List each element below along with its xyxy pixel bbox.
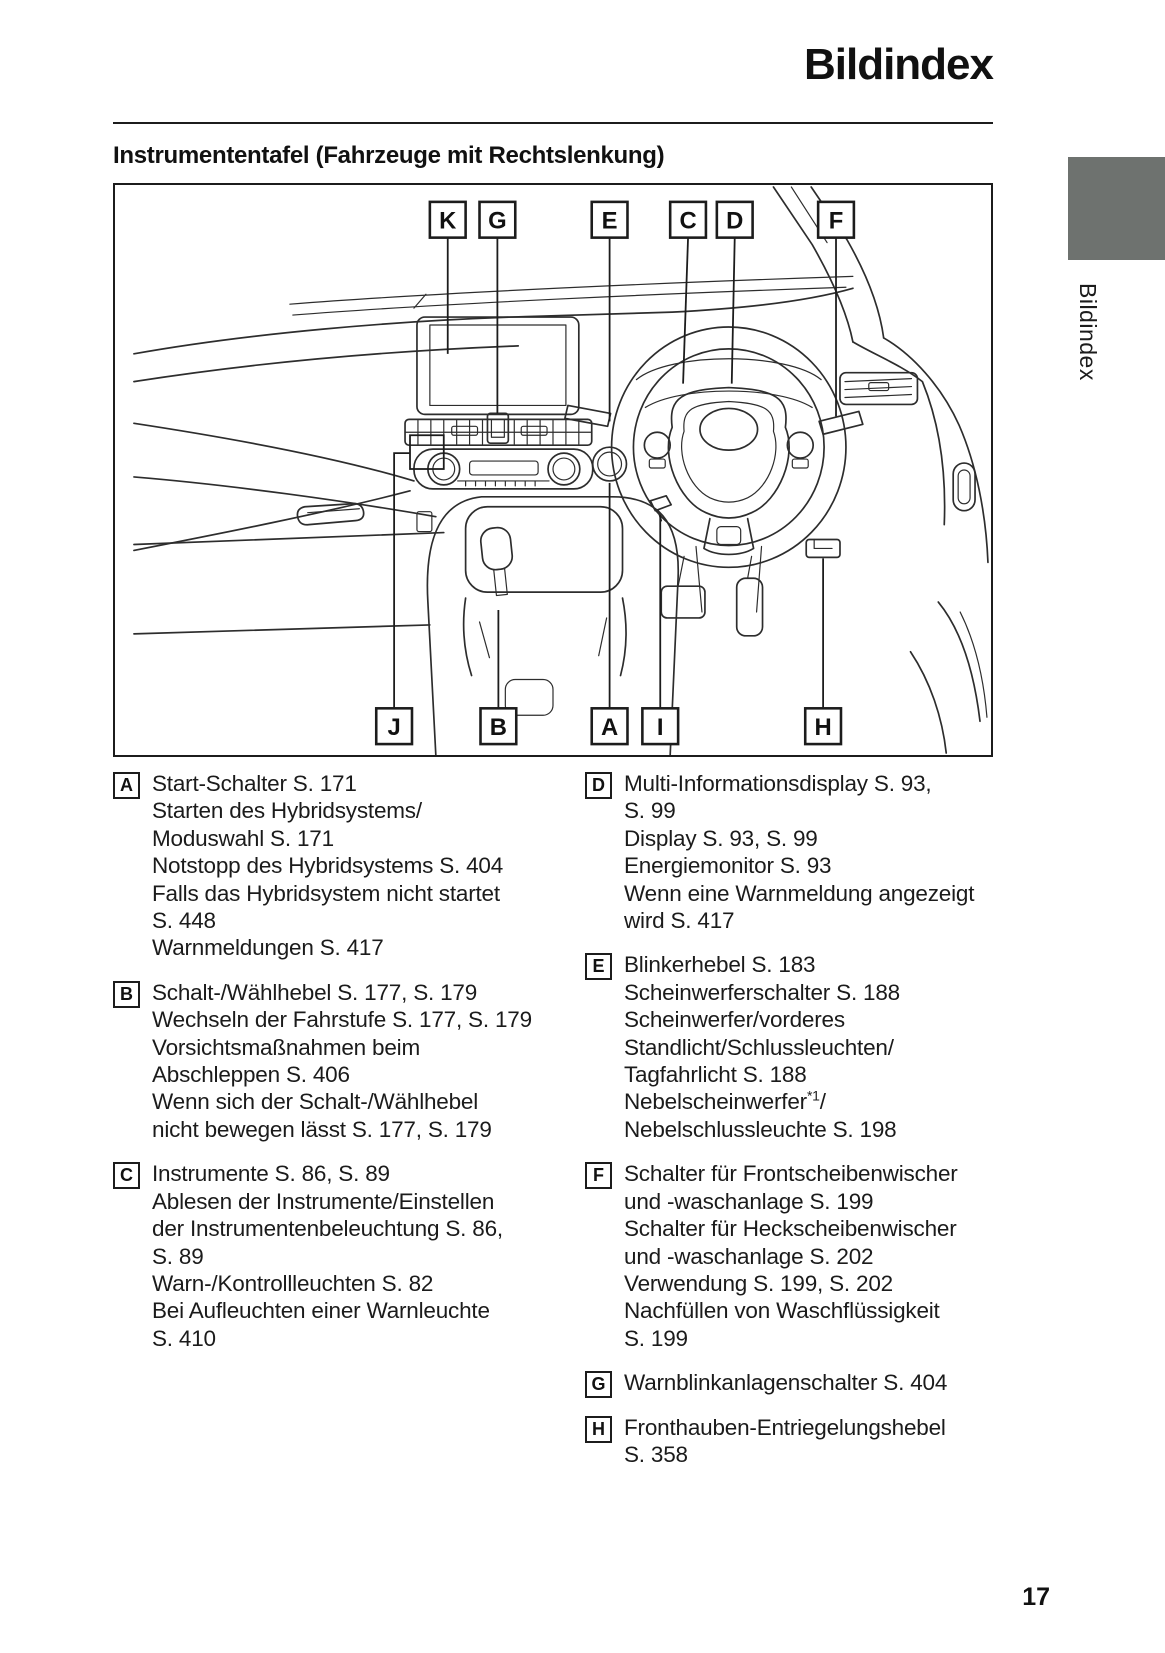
callout-letter-box: A xyxy=(113,772,140,799)
diagram-callout-A: A xyxy=(590,707,629,746)
entry-line: S. 199 xyxy=(624,1325,688,1351)
entry-line: Nachfüllen von Waschflüssigkeit xyxy=(624,1298,940,1324)
entry-line: Energiemonitor S. 93 xyxy=(624,853,832,879)
diagram-callout-E: E xyxy=(590,200,629,239)
chapter-tab-label: Bildindex xyxy=(1075,283,1101,381)
svg-text:F: F xyxy=(829,208,844,235)
page-number: 17 xyxy=(1022,1583,1050,1611)
callout-letter-box: G xyxy=(585,1371,612,1399)
entry-line: nicht bewegen lässt S. 177, S. 179 xyxy=(152,1116,492,1142)
svg-text:B: B xyxy=(490,714,507,741)
entry-line: Ablesen der Instrumente/Einstellen xyxy=(152,1188,495,1214)
entry-line: Falls das Hybridsystem nicht startet xyxy=(152,880,500,906)
entry-line: Display S. 93, S. 99 xyxy=(624,825,818,851)
entry-line: S. 89 xyxy=(152,1243,204,1269)
diagram-callout-B: B xyxy=(479,707,518,746)
entry-line: Schalter für Frontscheibenwischer xyxy=(624,1161,958,1187)
entry-line: Vorsichtsmaßnahmen beim xyxy=(152,1034,421,1060)
svg-text:C: C xyxy=(679,208,696,235)
entry-line: und -waschanlage S. 202 xyxy=(624,1243,874,1269)
diagram-callout-C: C xyxy=(668,200,708,239)
diagram-callout-H: H xyxy=(803,707,843,746)
entry-line: Standlicht/Schlussleuchten/ xyxy=(624,1034,894,1060)
entry-line: und -waschanlage S. 199 xyxy=(624,1188,874,1214)
svg-text:D: D xyxy=(726,208,743,235)
entry-line: Start-Schalter S. 171 xyxy=(152,771,357,796)
callout-letter-box: D xyxy=(585,772,612,799)
leader-lines xyxy=(393,237,837,709)
entry-line: Bei Aufleuchten einer Warnleuchte xyxy=(152,1298,490,1324)
svg-text:I: I xyxy=(657,714,664,741)
entry-line: Notstopp des Hybridsystems S. 404 xyxy=(152,853,504,879)
entry-line: Schalter für Heckscheibenwischer xyxy=(624,1216,957,1242)
entry-line: Abschleppen S. 406 xyxy=(152,1062,350,1088)
entry-line: Nebelscheinwerfer*1/ xyxy=(624,1087,826,1115)
callout-letter-box: F xyxy=(585,1162,612,1190)
entry-line: wird S. 417 xyxy=(624,908,735,934)
svg-text:E: E xyxy=(602,208,618,235)
entry-line: S. 358 xyxy=(624,1441,688,1467)
entry-line: der Instrumentenbeleuchtung S. 86, xyxy=(152,1216,503,1242)
entry-line: Fronthauben-Entriegelungshebel xyxy=(624,1414,946,1440)
svg-text:A: A xyxy=(601,714,618,741)
entry-line: Wenn eine Warnmeldung angezeigt xyxy=(624,880,975,906)
entry-line: Tagfahrlicht S. 188 xyxy=(624,1062,807,1088)
section-heading: Instrumententafel (Fahrzeuge mit Rechtsl… xyxy=(113,142,665,169)
entry-line: S. 448 xyxy=(152,908,216,934)
entry-line: Schalt-/Wählhebel S. 177, S. 179 xyxy=(152,979,478,1005)
entry-line: Warn-/Kontrollleuchten S. 82 xyxy=(152,1270,434,1296)
svg-text:H: H xyxy=(814,714,831,741)
dashboard-diagram: K G E C D F J B xyxy=(133,186,989,755)
callout-letter-box: C xyxy=(113,1162,140,1190)
callout-letter-box: H xyxy=(585,1415,612,1443)
entry-line: Scheinwerferschalter S. 188 xyxy=(624,979,900,1005)
callout-letter-box: E xyxy=(585,953,612,981)
diagram-callout-J: J xyxy=(374,707,414,746)
entry-line: Warnmeldungen S. 417 xyxy=(152,935,384,961)
entry-line: Multi-Informationsdisplay S. 93, xyxy=(624,771,932,796)
dashboard-diagram-frame: K G E C D F J B xyxy=(113,183,993,757)
entry-line: Wechseln der Fahrstufe S. 177, S. 179 xyxy=(152,1007,532,1033)
entry-line: S. 410 xyxy=(152,1325,216,1351)
callout-letter-box: B xyxy=(113,980,140,1008)
svg-text:K: K xyxy=(439,208,456,235)
diagram-callout-K: K xyxy=(428,200,467,239)
chapter-tab xyxy=(1068,157,1165,260)
entry-line: Blinkerhebel S. 183 xyxy=(624,952,816,978)
entry-line: Warnblinkanlagenschalter S. 404 xyxy=(624,1370,948,1396)
title-divider xyxy=(113,122,993,124)
entry-line: Starten des Hybridsystems/ xyxy=(152,798,422,824)
diagram-callout-G: G xyxy=(478,200,517,239)
entry-line: Verwendung S. 199, S. 202 xyxy=(624,1270,893,1296)
page-title: Bildindex xyxy=(803,40,994,89)
entry-line: S. 99 xyxy=(624,798,676,824)
diagram-callout-D: D xyxy=(715,200,754,239)
svg-text:J: J xyxy=(387,714,400,741)
entry-line: Moduswahl S. 171 xyxy=(152,825,334,851)
svg-text:G: G xyxy=(488,208,507,235)
dashboard-art xyxy=(133,186,989,755)
entry-line: Instrumente S. 86, S. 89 xyxy=(152,1161,390,1187)
entry-line: Wenn sich der Schalt-/Wählhebel xyxy=(152,1089,479,1115)
entry-line: Scheinwerfer/vorderes xyxy=(624,1007,845,1033)
index-entry-G: G Warnblinkanlagenschalter S. 404 xyxy=(585,1369,1005,1399)
diagram-callout-F: F xyxy=(816,200,856,239)
entry-line: Nebelschlussleuchte S. 198 xyxy=(624,1116,897,1142)
diagram-callout-I: I xyxy=(641,707,680,746)
